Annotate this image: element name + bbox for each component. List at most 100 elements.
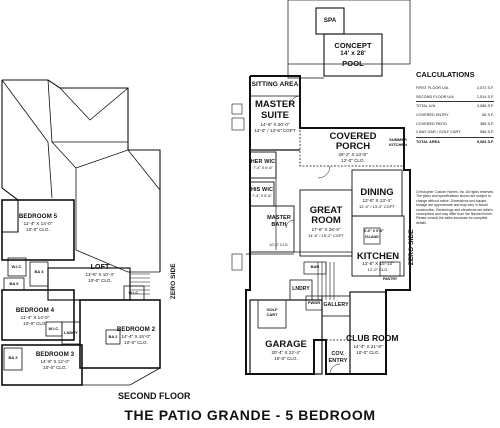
bedroom3-dim: 14'-6" X 12'-0" [40,359,70,364]
master-bath-clg: 10'-0" CLG. [269,243,289,247]
sitting-area-label: SITTING AREA [251,81,299,88]
bedroom4-label: BEDROOM 4 [15,307,55,314]
calc-row: FIRST FLOOR U/A 2,572 S.F. [416,84,494,93]
calc-row-label: COVERED PATIO [416,121,447,126]
island-dim: 6'-0" X 5'-0" [364,229,384,233]
dining-label: DINING [360,187,394,198]
calc-row-value: 2,572 S.F. [476,86,494,91]
his-wic-label: HIS WIC [250,187,274,193]
calc-row: TOTAL U/A 4,086 S.F. [416,101,494,111]
calc-row: 2 BAY GAR / GOLF CART 556 S.F. [416,128,494,137]
powder-label: PWDR [307,300,321,305]
calc-row: COVERED PATIO 385 S.F. [416,119,494,128]
calc-row-value: 5,083 S.F. [476,139,494,144]
zero-side-left-label: ZERO SIDE [169,263,177,300]
master-bath-label: MASTER [267,215,291,221]
master-bath-label-2: BATH [271,222,287,228]
calc-row: TOTAL AREA 5,083 S.F. [416,136,494,147]
master-suite-label-2: SUITE [261,110,289,121]
pool-label-2: POOL [342,59,364,68]
wic-a-label: W.I.C. [11,264,23,269]
wic-c-label: W.I.C. [128,290,140,295]
plan-caption: THE PATIO GRANDE - 5 BEDROOM [124,407,376,423]
calculations-title: CALCULATIONS [416,70,475,79]
calc-row-value: 4,086 S.F. [476,104,494,109]
summer-kitchen-label-2: KITCHEN [389,142,407,147]
bedroom2-label: BEDROOM 2 [116,326,156,333]
garage-clg: 10'-0" CLG. [274,356,298,361]
calc-row-label: TOTAL AREA [416,139,440,144]
covered-porch-dim: 28'-2" X 13'-8" [338,152,368,157]
island-label: ISLAND [365,235,379,239]
calc-row-label: 2 BAY GAR / GOLF CART [416,130,461,135]
calc-row: COVERED ENTRY 56 S.F. [416,111,494,120]
dining-dim: 13'-8" X 13'-4" [362,198,392,203]
great-room-dim: 17'-6" X 26'-5" [311,227,341,232]
club-room-label: CLUB ROOM [346,333,399,343]
garage-dim: 20'-4" X 22'-4" [271,350,301,355]
club-room-clg: 10'-0" CLG. [356,350,380,355]
ba5-label: BA 5 [9,281,19,286]
kitchen-label: KITCHEN [356,251,400,262]
golf-cart-label: GOLF [266,307,278,312]
bedroom3-label: BEDROOM 3 [35,351,75,358]
calculations-table: FIRST FLOOR U/A 2,572 S.F. SECOND FLOOR U/… [416,84,494,146]
club-room-dim: 14'-4" X 21'-8" [353,344,383,349]
covered-porch-clg: 12'-0" CLG. [341,158,365,163]
laundry-label: LNDRY [292,286,310,292]
calc-row-value: 385 S.F. [480,121,494,126]
dining-clg: 12'-0" / 13'-0" CGPT [359,204,395,209]
master-suite-dim: 14'-6" X 20'-0" [260,122,290,127]
pantry-label: PANTRY [382,277,398,281]
second-floor-title: SECOND FLOOR [118,391,191,401]
his-wic-dim: 7'-4" X 6'-6" [252,194,272,198]
bedroom4-dim: 11'-4" X 14'-0" [20,315,50,320]
covered-porch-label: COVERED [329,131,377,142]
calc-row-value: 56 S.F. [482,113,494,118]
kitchen-dim: 13'-8" X 15'-10" [362,261,394,266]
her-wic-label: HER WIC [250,159,276,165]
bedroom5-clg: 10'-0" CLG. [26,227,50,232]
master-suite-clg: 12'-0" / 13'-6" CGPT [254,128,296,133]
loft-clg: 10'-0" CLG. [88,278,112,283]
summer-kitchen-label: SUMMER [389,137,407,142]
bedroom4-clg: 10'-0" CLG. [23,321,47,326]
second-floor-plan [1,79,161,386]
cov-entry-label: COV. [331,351,345,357]
loft-dim: 13'-6" X 10'-4" [85,272,115,277]
great-room-label-2: ROOM [311,215,341,226]
bedroom3-clg: 10'-0" CLG. [43,365,67,370]
calc-row-value: 556 S.F. [480,130,494,135]
bar-label: BAR [310,264,320,269]
wic-b-label: W.I.C. [48,326,60,331]
roof-outline [1,80,19,233]
calc-row-label: FIRST FLOOR U/A [416,86,449,91]
loft-label: LOFT [90,264,110,271]
copyright-disclaimer: Christopher Custom Homes, Inc. All right… [416,190,495,225]
gallery-label: GALLERY [323,302,349,308]
bedroom5-label: BEDROOM 5 [18,213,58,220]
bedroom2-clg: 10'-0" CLG. [124,340,148,345]
pool-dim: 14' x 28' [340,50,366,57]
calc-row-label: COVERED ENTRY [416,113,449,118]
her-wic-dim: 7'-4" X 6'-6" [253,166,273,170]
pool-label: CONCEPT [334,41,372,50]
golf-cart-label-2: CART [266,312,278,317]
bedroom5-dim: 11'-4" X 14'-0" [23,221,53,226]
calc-row-value: 1,514 S.F. [476,94,494,99]
covered-porch-label-2: PORCH [335,141,371,152]
first-floor-plan [231,0,411,375]
ba4-label: BA 4 [34,269,44,274]
master-suite-label: MASTER [254,99,296,110]
cov-entry-label-2: ENTRY [328,358,348,364]
bedroom2-dim: 14'-4" X 15'-0" [121,334,151,339]
calc-row-label: TOTAL U/A [416,104,436,109]
great-room-label: GREAT [309,205,343,216]
garage-label: GARAGE [265,339,307,350]
spa-label: SPA [323,17,337,24]
ba2-label: BA 2 [108,334,118,339]
zero-side-right-label: ZERO SIDE [407,229,415,266]
great-room-clg: 14'-6" / 15'-2" CGPT [308,233,344,238]
